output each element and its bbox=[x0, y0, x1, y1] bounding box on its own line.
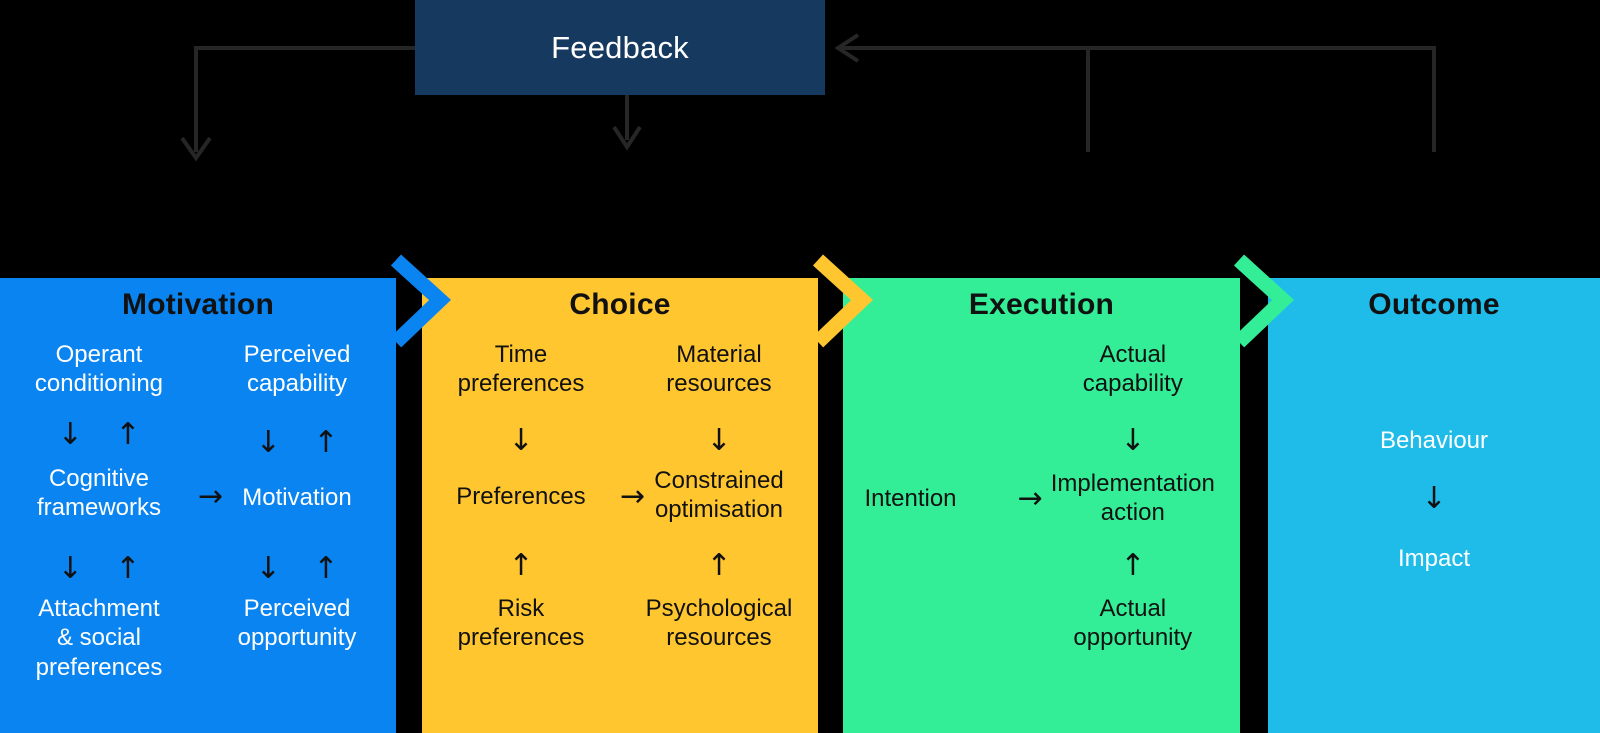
stage-panel-outcome: Outcome Behaviour ↓ Impact bbox=[1268, 278, 1600, 733]
arrow-up-icon: ↑ bbox=[313, 551, 339, 586]
arrow-up-icon: ↑ bbox=[115, 417, 141, 452]
arrow-right-icon: → bbox=[619, 479, 646, 514]
arrow-up-icon: ↑ bbox=[1120, 548, 1146, 583]
cell-motivation: Motivation bbox=[242, 484, 352, 511]
arrow-down-icon: ↓ bbox=[57, 551, 83, 586]
cell-intention: Intention bbox=[864, 485, 957, 512]
arrow-down-icon: ↓ bbox=[1421, 481, 1447, 516]
arrow-right-icon: → bbox=[197, 479, 224, 514]
arrow-up-icon: ↑ bbox=[313, 425, 339, 460]
feedback-center-arrowhead bbox=[612, 125, 642, 151]
feedback-left-path bbox=[194, 46, 415, 152]
stage-title-outcome: Outcome bbox=[1368, 288, 1500, 321]
feedback-right-path bbox=[841, 46, 1436, 152]
arrow-down-icon: ↓ bbox=[255, 551, 281, 586]
arrow-up-icon: ↑ bbox=[706, 548, 732, 583]
arrow-right-icon: → bbox=[1017, 481, 1043, 516]
arrow-down-icon: ↓ bbox=[508, 423, 534, 458]
stage-title-execution: Execution bbox=[968, 288, 1115, 321]
outcome-grid: Behaviour ↓ Impact bbox=[1268, 336, 1600, 733]
feedback-box: Feedback bbox=[415, 0, 825, 95]
cell-preferences: Preferences bbox=[456, 483, 586, 510]
stage-title-motivation: Motivation bbox=[122, 288, 274, 321]
arrow-up-icon: ↑ bbox=[115, 551, 141, 586]
cell-behaviour: Behaviour bbox=[1379, 427, 1489, 454]
arrow-up-icon: ↑ bbox=[508, 548, 534, 583]
stage-title-choice: Choice bbox=[569, 288, 671, 321]
feedback-left-arrowhead bbox=[180, 136, 212, 162]
arrow-down-icon: ↓ bbox=[706, 423, 732, 458]
arrow-down-icon: ↓ bbox=[255, 425, 281, 460]
cell-impact: Impact bbox=[1397, 545, 1471, 572]
arrow-down-icon: ↓ bbox=[57, 417, 83, 452]
feedback-right-arrowhead bbox=[834, 33, 860, 63]
feedback-label: Feedback bbox=[551, 29, 689, 65]
arrow-down-icon: ↓ bbox=[1120, 423, 1146, 458]
